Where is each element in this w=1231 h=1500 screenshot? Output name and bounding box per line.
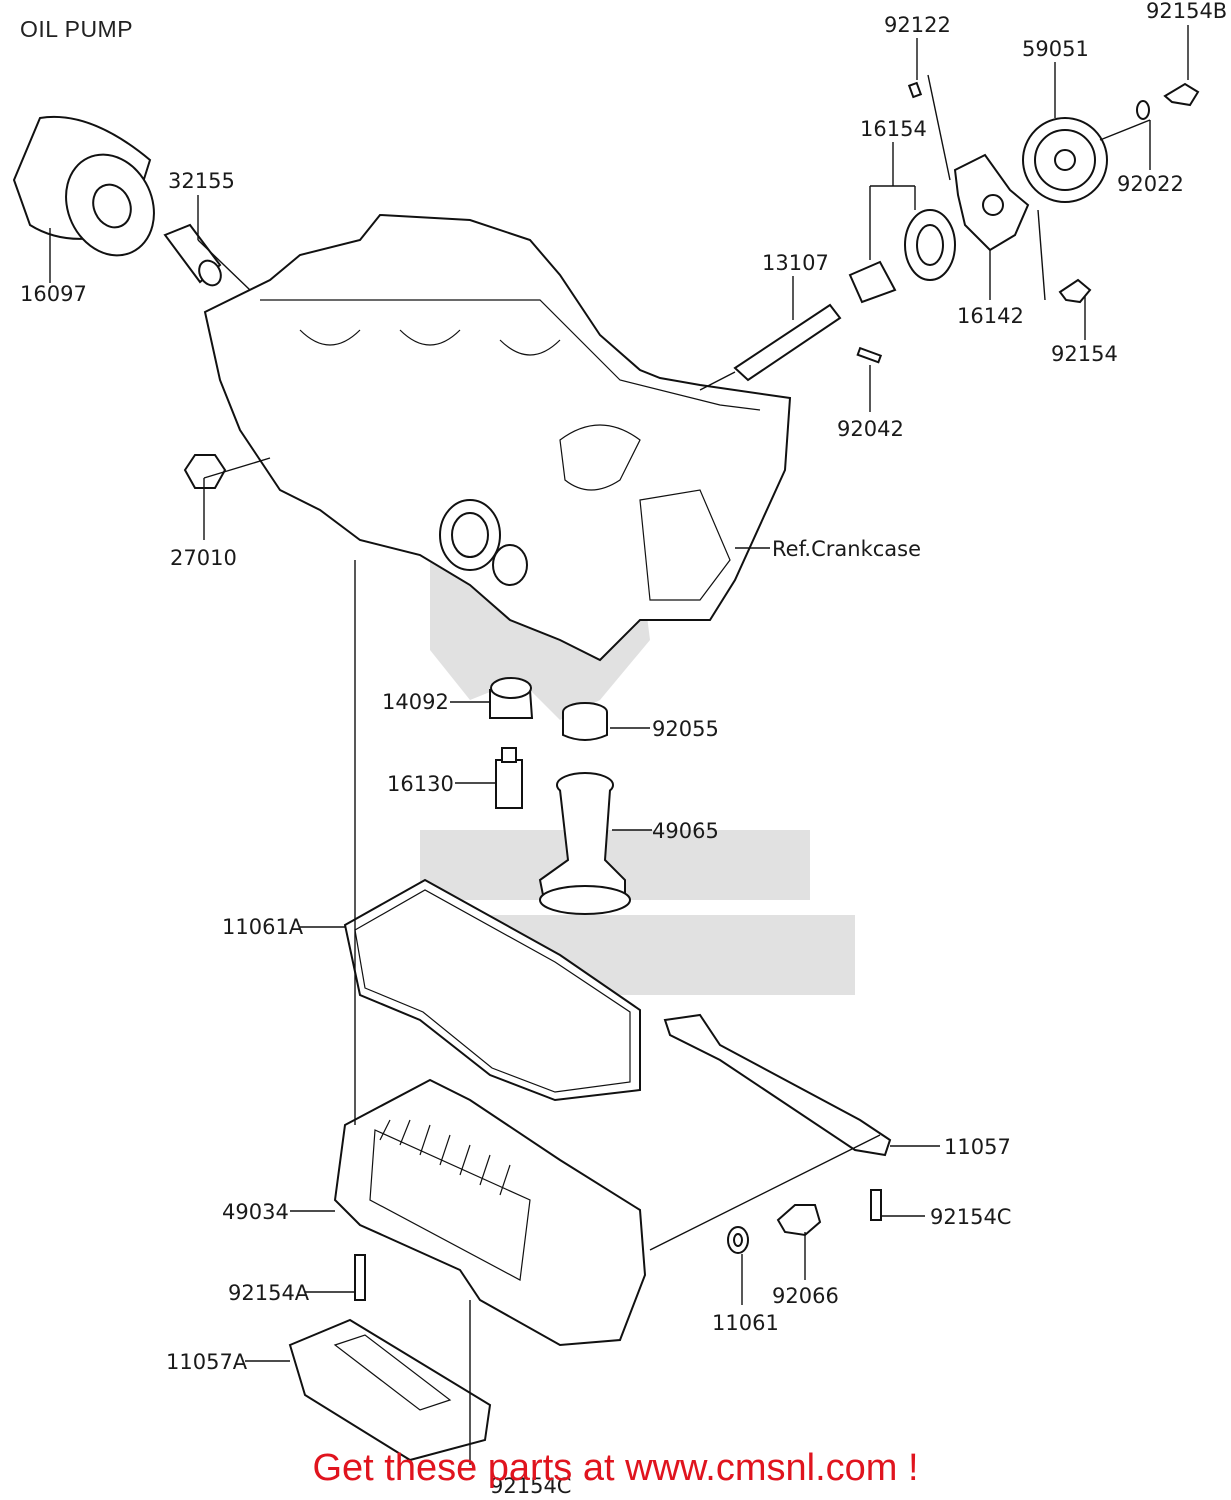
oil-filter-16097 [12,115,155,257]
label-92042: 92042 [837,417,904,441]
label-11057: 11057 [944,1135,1011,1159]
label-ref-crankcase: Ref.Crankcase [772,537,921,561]
strainer-49065 [538,772,631,915]
label-16097: 16097 [20,282,87,306]
rotor-16154 [848,209,956,304]
fitting-32155 [163,223,222,287]
label-92154C-bottom: 92154C [490,1474,571,1498]
crankcase [203,213,792,662]
bracket-11057 [663,1013,892,1157]
label-92055: 92055 [652,717,719,741]
label-32155: 32155 [168,169,235,193]
label-92066: 92066 [772,1284,839,1308]
label-11057A: 11057A [166,1350,248,1374]
pin-92122 [907,81,923,99]
label-11061: 11061 [712,1311,779,1335]
collar-14092 [489,677,534,719]
page-title: OIL PUMP [20,16,134,42]
part-labels: 16097 32155 27010 92122 92154B 59051 161… [20,0,1227,1498]
label-16142: 16142 [957,304,1024,328]
drain-bolt-92066 [776,1204,822,1237]
pump-cover-16142 [953,153,1030,252]
promo-banner-link[interactable]: Get these parts at www.cmsnl.com ! [312,1447,919,1489]
bolt-92154A [354,1254,366,1301]
bolt-92154C-right [870,1189,882,1221]
label-59051: 59051 [1022,37,1089,61]
label-49065: 49065 [652,819,719,843]
label-92154C-right: 92154C [930,1205,1011,1229]
gasket-11061A [343,878,641,1102]
label-13107: 13107 [762,251,829,275]
plate-11057A [288,1318,492,1462]
oil-pan-49034 [333,1078,647,1347]
leader-lines [49,25,1189,1465]
gear-59051 [1022,117,1108,203]
washer-11061 [727,1226,749,1254]
label-92154: 92154 [1051,342,1118,366]
oring-92055 [562,702,608,741]
label-92022: 92022 [1117,172,1184,196]
label-16154: 16154 [860,117,927,141]
pin-92042 [856,346,883,364]
plug-27010 [183,454,227,489]
label-16130: 16130 [387,772,454,796]
shaft-13107 [733,303,842,382]
label-92122: 92122 [884,13,951,37]
label-27010: 27010 [170,546,237,570]
label-49034: 49034 [222,1200,289,1224]
label-92154A: 92154A [228,1281,310,1305]
bolt-92154B [1163,82,1200,107]
label-11061A: 11061A [222,915,304,939]
label-92154B: 92154B [1146,0,1227,23]
label-14092: 14092 [382,690,449,714]
washer-92022 [1136,100,1150,120]
valve-16130 [495,747,523,809]
